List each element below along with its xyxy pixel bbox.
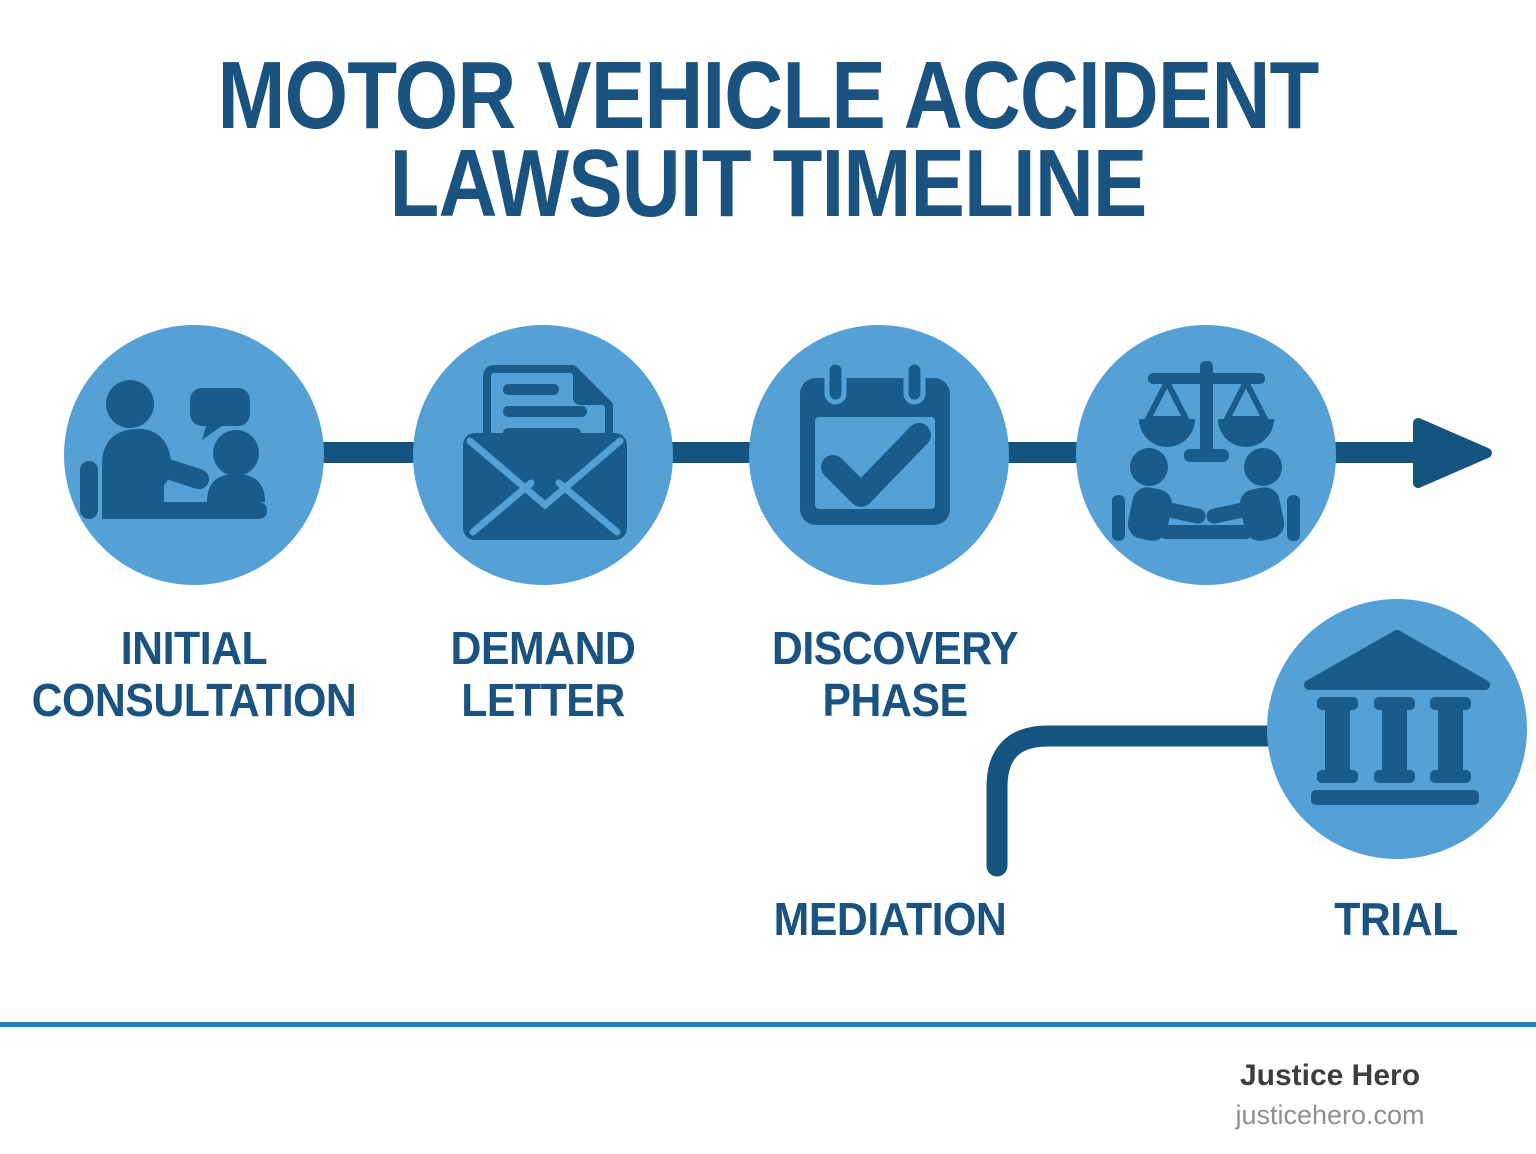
scales-beam-shape	[1148, 373, 1265, 384]
scales-pan-shape	[1218, 419, 1274, 447]
column-shaft-shape	[1382, 704, 1407, 776]
chair-shape	[80, 461, 98, 519]
label-line: INITIAL	[120, 622, 268, 674]
page-title-line-1: MOTOR VEHICLE ACCIDENT	[217, 42, 1319, 149]
calendar-check-icon	[800, 359, 950, 525]
label-line: LETTER	[461, 674, 625, 726]
scales-string-shape	[1145, 379, 1189, 422]
person-head-shape	[106, 380, 154, 428]
text-line-shape	[503, 384, 559, 395]
column-base-shape	[1374, 770, 1415, 783]
paper-fold-shape	[573, 369, 609, 405]
step-circle-discovery-phase	[749, 325, 1009, 585]
person-head-shape	[213, 430, 259, 476]
label-line: CONSULTATION	[31, 674, 357, 726]
scales-pan-shape	[1139, 419, 1195, 447]
step-circle-mediation	[1076, 325, 1336, 585]
mediation-to-trial-connector	[986, 725, 1341, 877]
step-label-discovery-phase: DISCOVERY PHASE	[763, 622, 1028, 726]
label-line: PHASE	[822, 674, 968, 726]
courthouse-roof-shape	[1304, 630, 1490, 690]
scales-pole-shape	[1200, 361, 1213, 457]
demand-letter-envelope-icon	[463, 365, 627, 540]
step-label-demand-letter: DEMAND LETTER	[444, 622, 643, 726]
brand-name: Justice Hero	[1239, 1059, 1421, 1092]
person-arm-shape	[1206, 501, 1256, 524]
step-label-mediation: MEDIATION	[765, 893, 1015, 945]
column-base-shape	[1430, 770, 1471, 783]
consultation-icon	[80, 380, 267, 519]
label-line: DEMAND	[450, 622, 636, 674]
envelope-flap-lines	[466, 437, 624, 510]
person-torso-shape	[1239, 487, 1285, 541]
envelope-body-shape	[463, 433, 627, 540]
person-arm-shape	[150, 456, 210, 490]
speech-bubble-icon	[190, 388, 250, 440]
person-head-shape	[1130, 448, 1168, 486]
column-shaft-shape	[1325, 704, 1350, 776]
column-shaft-shape	[1438, 704, 1463, 776]
scales-string-shape	[1224, 379, 1268, 422]
label-line: DISCOVERY	[771, 622, 1019, 674]
courthouse-icon	[1304, 630, 1490, 805]
person-arm-shape	[1156, 501, 1206, 524]
mediation-scales-icon	[1112, 361, 1300, 541]
brand-website: justicehero.com	[1235, 1100, 1425, 1130]
courthouse-base-shape	[1311, 790, 1479, 805]
step-circle-initial-consultation	[64, 325, 324, 585]
text-line-shape	[503, 406, 587, 417]
footer-brand-block: Justice Hero justicehero.com	[1235, 1058, 1424, 1132]
step-label-initial-consultation: INITIAL CONSULTATION	[19, 622, 368, 726]
checkmark-icon	[821, 423, 931, 507]
footer-divider	[0, 1022, 1536, 1027]
person-torso-shape	[1127, 487, 1173, 541]
chair-shape	[1112, 495, 1125, 541]
calendar-ring-shape	[903, 359, 926, 405]
page-title-line-2: LAWSUIT TIMELINE	[389, 130, 1147, 238]
scales-base-shape	[1184, 449, 1229, 462]
label-line: MEDIATION	[773, 893, 1007, 945]
timeline-arrow-icon	[1413, 418, 1492, 488]
calendar-ring-shape	[824, 359, 847, 405]
person-shoulders-shape	[207, 474, 265, 502]
table-shape	[1160, 525, 1252, 539]
desk-shape	[137, 502, 267, 519]
page-title: MOTOR VEHICLE ACCIDENT LAWSUIT TIMELINE	[0, 42, 1536, 238]
column-base-shape	[1317, 770, 1358, 783]
step-circle-trial	[1267, 599, 1527, 859]
chair-shape	[1287, 495, 1300, 541]
person-head-shape	[1244, 448, 1282, 486]
step-circle-demand-letter	[413, 325, 673, 585]
envelope-fold-line	[555, 479, 621, 536]
envelope-fold-line	[469, 479, 535, 536]
step-label-trial: TRIAL	[1330, 893, 1463, 945]
person-torso-shape	[102, 428, 172, 519]
label-line: TRIAL	[1334, 893, 1458, 945]
